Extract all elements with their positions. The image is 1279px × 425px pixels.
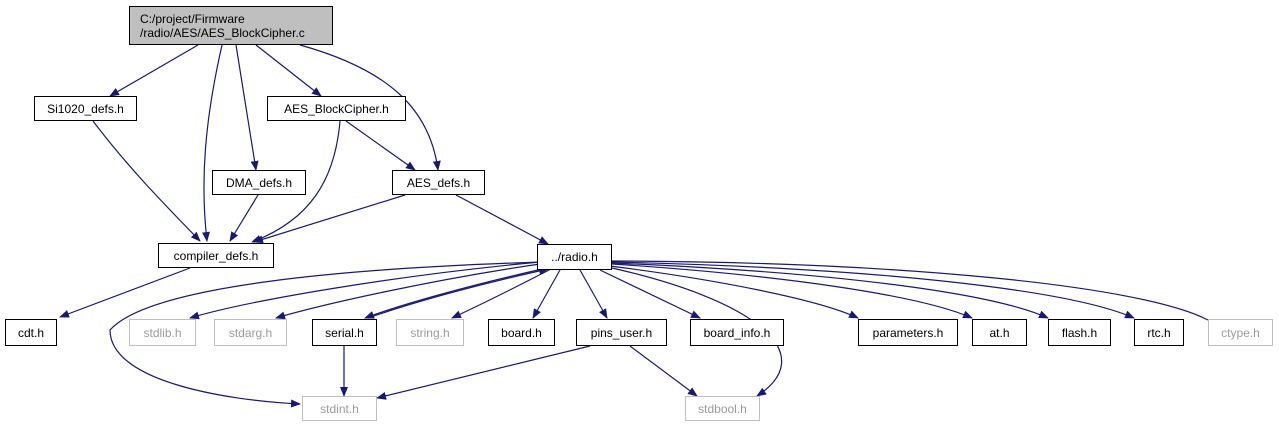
node-serial[interactable]: serial.h [312,319,377,346]
edge-root-si1020 [109,44,199,97]
edge-radio-stdarg [275,263,541,320]
node-board[interactable]: board.h [488,319,555,346]
root-path-line1: C:/project/Firmware [140,11,245,26]
edge-serial-radio [367,267,549,319]
edge-radio-stdint [109,261,543,408]
edge-aesblock-compiler [251,120,341,243]
edge-dma-compiler [229,194,259,242]
node-cdt[interactable]: cdt.h [5,319,57,346]
node-stdlib: stdlib.h [129,319,196,346]
edge-radio-board [532,269,561,319]
node-at[interactable]: at.h [972,319,1027,346]
node-stdint: stdint.h [302,396,377,421]
edge-pins-stdint [376,345,591,400]
edge-root-compiler [202,44,223,242]
edge-radio-rtc [611,261,1135,319]
edge-aesdefs-radio [455,194,549,245]
node-board-info[interactable]: board_info.h [690,319,784,346]
node-pins-user[interactable]: pins_user.h [576,319,667,346]
node-compiler-defs[interactable]: compiler_defs.h [158,243,274,268]
node-dma-defs[interactable]: DMA_defs.h [212,170,306,195]
edge-root-aesblock [255,44,322,97]
edge-aesblock-aesdefs [345,120,416,171]
edge-compiler-cdt [59,267,191,318]
node-string: string.h [396,319,464,346]
edge-radio-at [611,263,973,319]
edge-radio-pins [579,269,608,319]
root-path-line2: /radio/AES/AES_BlockCipher.c [140,25,305,40]
node-ctype: ctype.h [1208,319,1273,346]
edge-root-dma [235,44,259,171]
edge-si1020-compiler [92,120,201,242]
node-aes-blockcipher-c: C:/project/Firmware /radio/AES/AES_Block… [129,6,333,45]
node-parameters[interactable]: parameters.h [858,319,958,346]
edge-radio-flash [611,262,1049,319]
node-aes-defs[interactable]: AES_defs.h [392,170,485,195]
node-flash[interactable]: flash.h [1048,319,1111,346]
node-rtc[interactable]: rtc.h [1134,319,1184,346]
edge-radio-string [451,268,552,319]
edge-radio-boardinfo [599,269,701,319]
node-si1020-defs[interactable]: Si1020_defs.h [34,96,137,121]
edge-root-aesdefs [299,44,441,171]
edge-radio-serial [364,267,548,319]
edge-radio-stdlib [189,261,541,320]
node-aes-blockcipher-h[interactable]: AES_BlockCipher.h [267,96,406,121]
edge-aesdefs-compiler [253,194,406,244]
node-radio-h[interactable]: ../radio.h [537,244,612,270]
edge-pins-stdbool [629,345,698,397]
edge-radio-parameters [609,265,859,319]
edge-radio-ctype [611,260,1209,321]
node-stdbool: stdbool.h [685,396,760,421]
node-stdarg: stdarg.h [214,319,287,346]
